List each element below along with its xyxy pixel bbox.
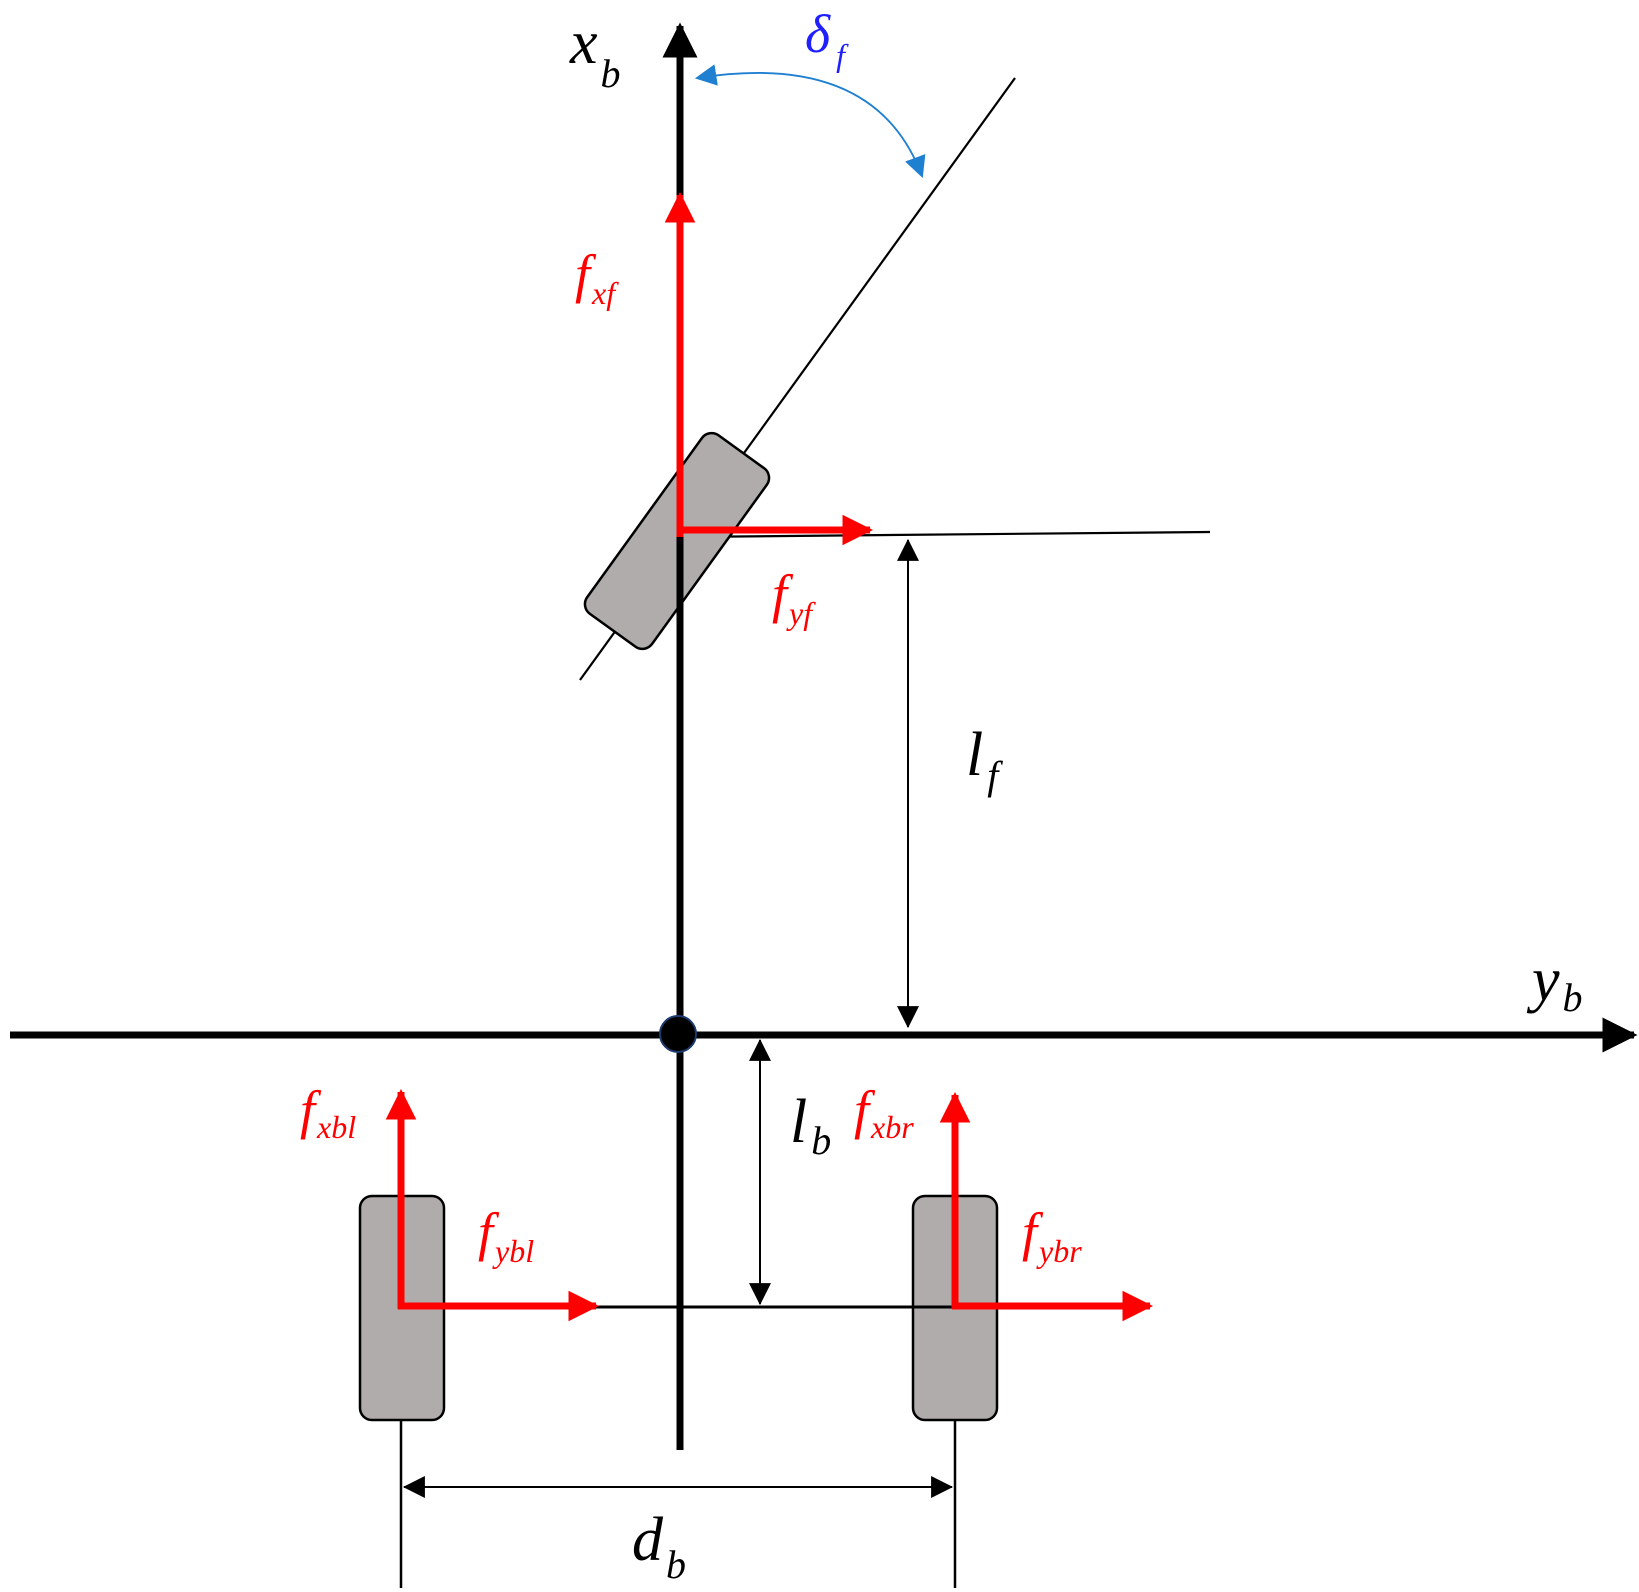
- y-axis-label: yb: [1526, 946, 1583, 1020]
- fybl-label: fybl: [478, 1202, 534, 1269]
- center-of-gravity: [659, 1015, 697, 1053]
- fxbr-label: fxbr: [854, 1080, 914, 1145]
- x-axis-label: xb: [569, 9, 621, 96]
- db-label: db: [632, 1506, 686, 1587]
- steer-angle-arc: [694, 64, 926, 179]
- fxf-label: fxf: [575, 244, 619, 311]
- fxbl-label: fxbl: [300, 1080, 356, 1145]
- front-axle-lateral-line: [679, 530, 1211, 539]
- fyf-label: fyf: [772, 564, 816, 631]
- fybr-label: fybr: [1022, 1202, 1082, 1269]
